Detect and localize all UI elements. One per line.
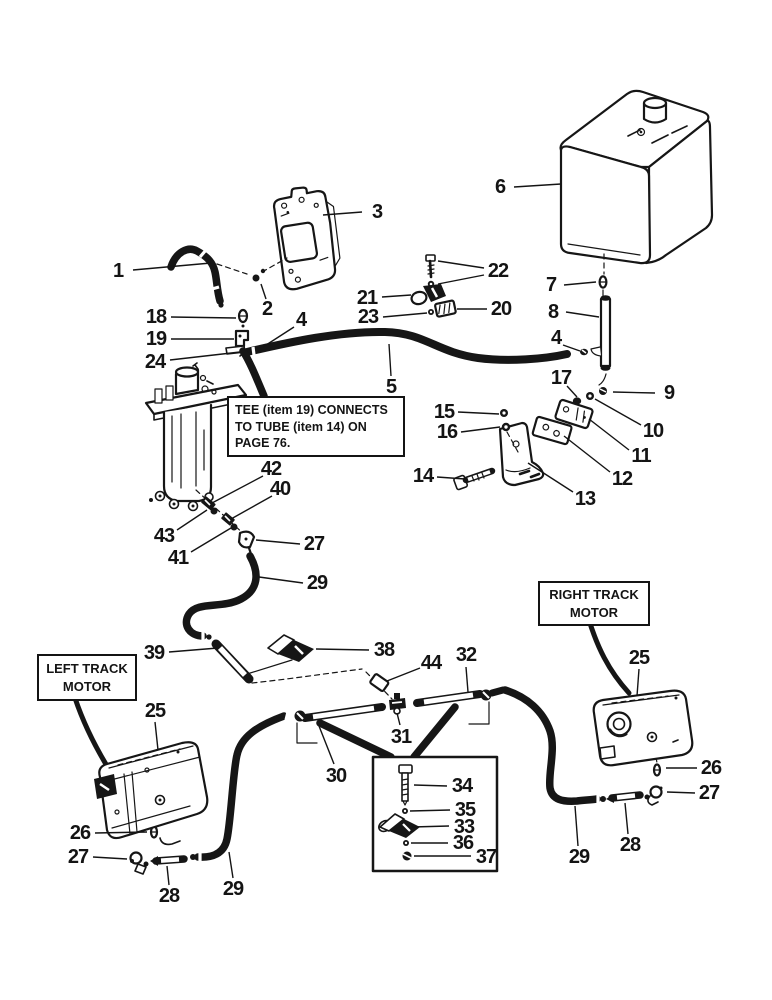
- left-box-leader-drawing: [72, 695, 110, 769]
- right-track-motor-label-box: RIGHT TRACK MOTOR: [538, 581, 650, 627]
- filter-assembly-drawing: [144, 362, 248, 512]
- note-line: TEE (item 19) CONNECTS: [235, 403, 388, 417]
- hydraulic-tank-drawing: [559, 89, 714, 275]
- clamp-38-drawing: [246, 634, 314, 675]
- inset-detail-box-drawing: [371, 755, 499, 873]
- clamp-bracket-drawing: [453, 398, 594, 491]
- left-track-motor-drawing: [94, 741, 209, 846]
- fitting-44-drawing: [369, 673, 390, 692]
- label-line: RIGHT TRACK: [549, 587, 639, 602]
- fittings-right-drawing: [606, 756, 663, 806]
- tube-32-drawing: [413, 686, 507, 725]
- elbow-27-filter-drawing: [237, 530, 256, 556]
- clamp-parts-top-drawing: [410, 254, 457, 318]
- label-line: LEFT TRACK: [46, 661, 128, 676]
- fitting-2-drawing: [216, 257, 288, 282]
- hose-5-drawing: [243, 327, 571, 364]
- label-line: MOTOR: [62, 678, 112, 694]
- hose-29-right-drawing: [501, 686, 606, 805]
- hose-1-drawing: [167, 245, 224, 308]
- label-line: MOTOR: [569, 604, 619, 620]
- filter-fittings-drawing: [195, 489, 247, 537]
- left-track-motor-label-box: LEFT TRACK MOTOR: [37, 654, 137, 702]
- tube-39-drawing: [211, 639, 254, 684]
- tube-30-drawing: [294, 703, 386, 744]
- right-track-motor-drawing: [592, 689, 694, 767]
- control-valve-drawing: [272, 186, 341, 291]
- hose-29-left-drawing: [190, 711, 290, 861]
- right-box-leader-drawing: [586, 617, 632, 696]
- note-line: PAGE 76.: [235, 436, 291, 450]
- note-line: TO TUBE (item 14) ON: [235, 419, 367, 434]
- tee-to-filter-hose-drawing: [239, 347, 268, 400]
- tee-31-drawing: [389, 693, 406, 715]
- tank-outlet-tube-drawing: [566, 275, 612, 411]
- hose-29-filter-drawing: [182, 552, 260, 641]
- note-box: TEE (item 19) CONNECTS TO TUBE (item 14)…: [227, 396, 405, 457]
